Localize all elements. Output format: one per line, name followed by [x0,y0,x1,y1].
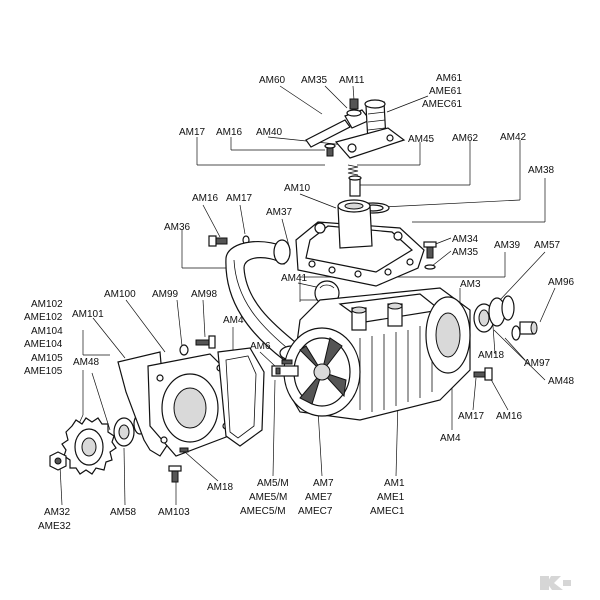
label-am103: AM103 [158,507,190,518]
label-am105: AM105 [31,353,63,364]
pin-am18 [179,447,189,453]
bolt-am34 [423,241,437,259]
knob-am11 [346,98,362,117]
label-am18-right: AM18 [478,350,505,361]
label-am41: AM41 [281,273,308,284]
label-am42: AM42 [500,132,527,143]
label-am18-low: AM18 [207,482,234,493]
label-am10: AM10 [284,183,311,194]
label-am60: AM60 [259,75,286,86]
label-ame32: AME32 [38,521,71,532]
label-am62: AM62 [452,133,479,144]
label-am17-low: AM17 [458,411,485,422]
label-amec1: AMEC1 [370,506,405,517]
seal-am57 [501,295,515,321]
label-am100: AM100 [104,289,136,300]
label-am58: AM58 [110,507,137,518]
nut-am32 [49,451,67,471]
washer-am97 [511,325,521,341]
bolt-am17-top [324,143,336,157]
label-am17-top: AM17 [179,127,206,138]
gear-cover-am100 [147,353,237,457]
kramp-logo [540,576,571,590]
bolt-am98 [195,335,216,349]
label-am3: AM3 [460,279,481,290]
label-am11: AM11 [339,75,365,86]
label-am34: AM34 [452,234,479,245]
label-am102: AM102 [31,299,63,310]
label-am16-low: AM16 [496,411,523,422]
shaft-am5m [271,365,299,377]
front-cover-am7 [283,327,361,417]
label-am97: AM97 [524,358,551,369]
label-am99: AM99 [152,289,179,300]
gasket-am4-top [217,347,265,447]
label-am37: AM37 [266,207,293,218]
label-am104: AM104 [31,326,63,337]
label-am38: AM38 [528,165,555,176]
label-am16-top: AM16 [216,127,243,138]
label-am32: AM32 [44,507,71,518]
label-am6: AM6 [250,341,271,352]
washer-am99 [179,344,189,356]
label-am101: AM101 [72,309,104,320]
label-amec5m: AMEC5/M [240,506,286,517]
label-ame61: AME61 [429,86,462,97]
label-ame7: AME7 [305,492,333,503]
label-ame1: AME1 [377,492,405,503]
key-am6 [281,359,293,365]
label-am40: AM40 [256,127,283,138]
plug-am96 [519,321,538,335]
label-am57: AM57 [534,240,561,251]
valve-head-am10 [295,199,425,287]
valve-cover-am40 [334,127,406,159]
label-amec7: AMEC7 [298,506,333,517]
label-am1: AM1 [384,478,405,489]
label-am48-right: AM48 [548,376,575,387]
label-am98: AM98 [191,289,218,300]
label-ame5m: AME5/M [249,492,287,503]
valve-stem-am62 [348,175,362,197]
label-ame104: AME104 [24,339,63,350]
label-am4-low: AM4 [440,433,461,444]
label-am16-mid: AM16 [192,193,219,204]
label-am61: AM61 [436,73,463,84]
label-ame105: AME105 [24,366,63,377]
hub-am58 [113,417,135,447]
bolt-am16-low [473,367,493,381]
label-am5m: AM5/M [257,478,289,489]
part-labels: AM60 AM35 AM11 AM61 AME61 AMEC61 AM17 AM… [24,73,575,532]
label-am7: AM7 [313,478,334,489]
label-amec61: AMEC61 [422,99,462,110]
label-am35-top: AM35 [301,75,328,86]
washer-am35-mid [424,264,436,270]
bolt-am16-mid [208,235,228,247]
bolt-am103 [168,465,182,483]
label-am17-mid: AM17 [226,193,253,204]
label-am35-mid: AM35 [452,247,479,258]
label-am36: AM36 [164,222,191,233]
label-ame102: AME102 [24,312,63,323]
label-am96: AM96 [548,277,575,288]
spring-am45 [347,164,359,176]
label-am4-top: AM4 [223,315,244,326]
label-am48-left: AM48 [73,357,100,368]
label-am39: AM39 [494,240,521,251]
label-am45: AM45 [408,134,435,145]
gear-am102 [61,417,117,475]
